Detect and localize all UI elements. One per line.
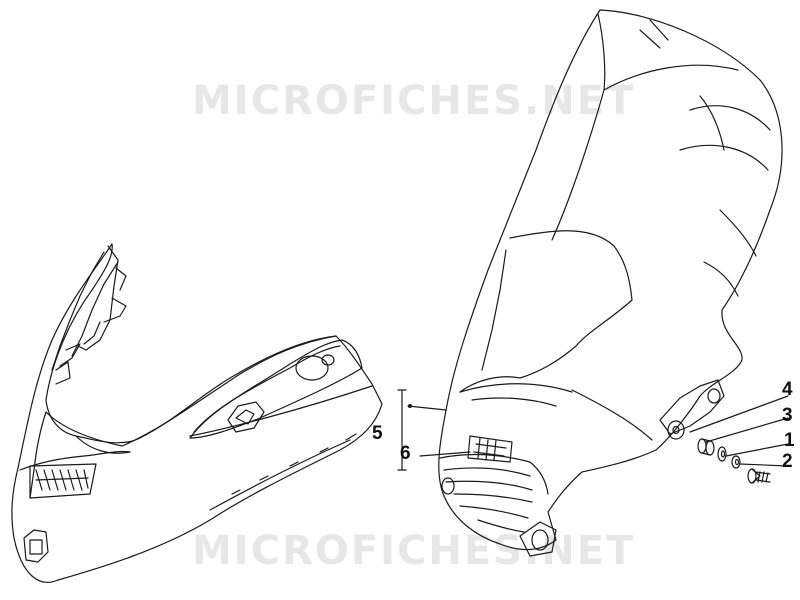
small-hardware — [697, 438, 771, 484]
spacer — [697, 438, 715, 456]
front-mudguard — [438, 9, 783, 557]
watermark-bottom: MICROFICHES.NET — [192, 528, 636, 574]
callout-5: 5 — [372, 423, 383, 444]
callout-2: 2 — [782, 451, 793, 472]
leader-lines — [397, 389, 789, 471]
callout-4: 4 — [782, 379, 793, 400]
callout-6: 6 — [400, 443, 411, 464]
washer — [717, 446, 727, 462]
watermark-top: MICROFICHES.NET — [192, 78, 636, 124]
badge — [731, 455, 741, 469]
screw — [747, 468, 771, 484]
front-shield-cover — [11, 243, 383, 583]
callout-1: 1 — [784, 430, 795, 451]
callout-3: 3 — [782, 405, 793, 426]
leader-dot — [408, 404, 412, 408]
